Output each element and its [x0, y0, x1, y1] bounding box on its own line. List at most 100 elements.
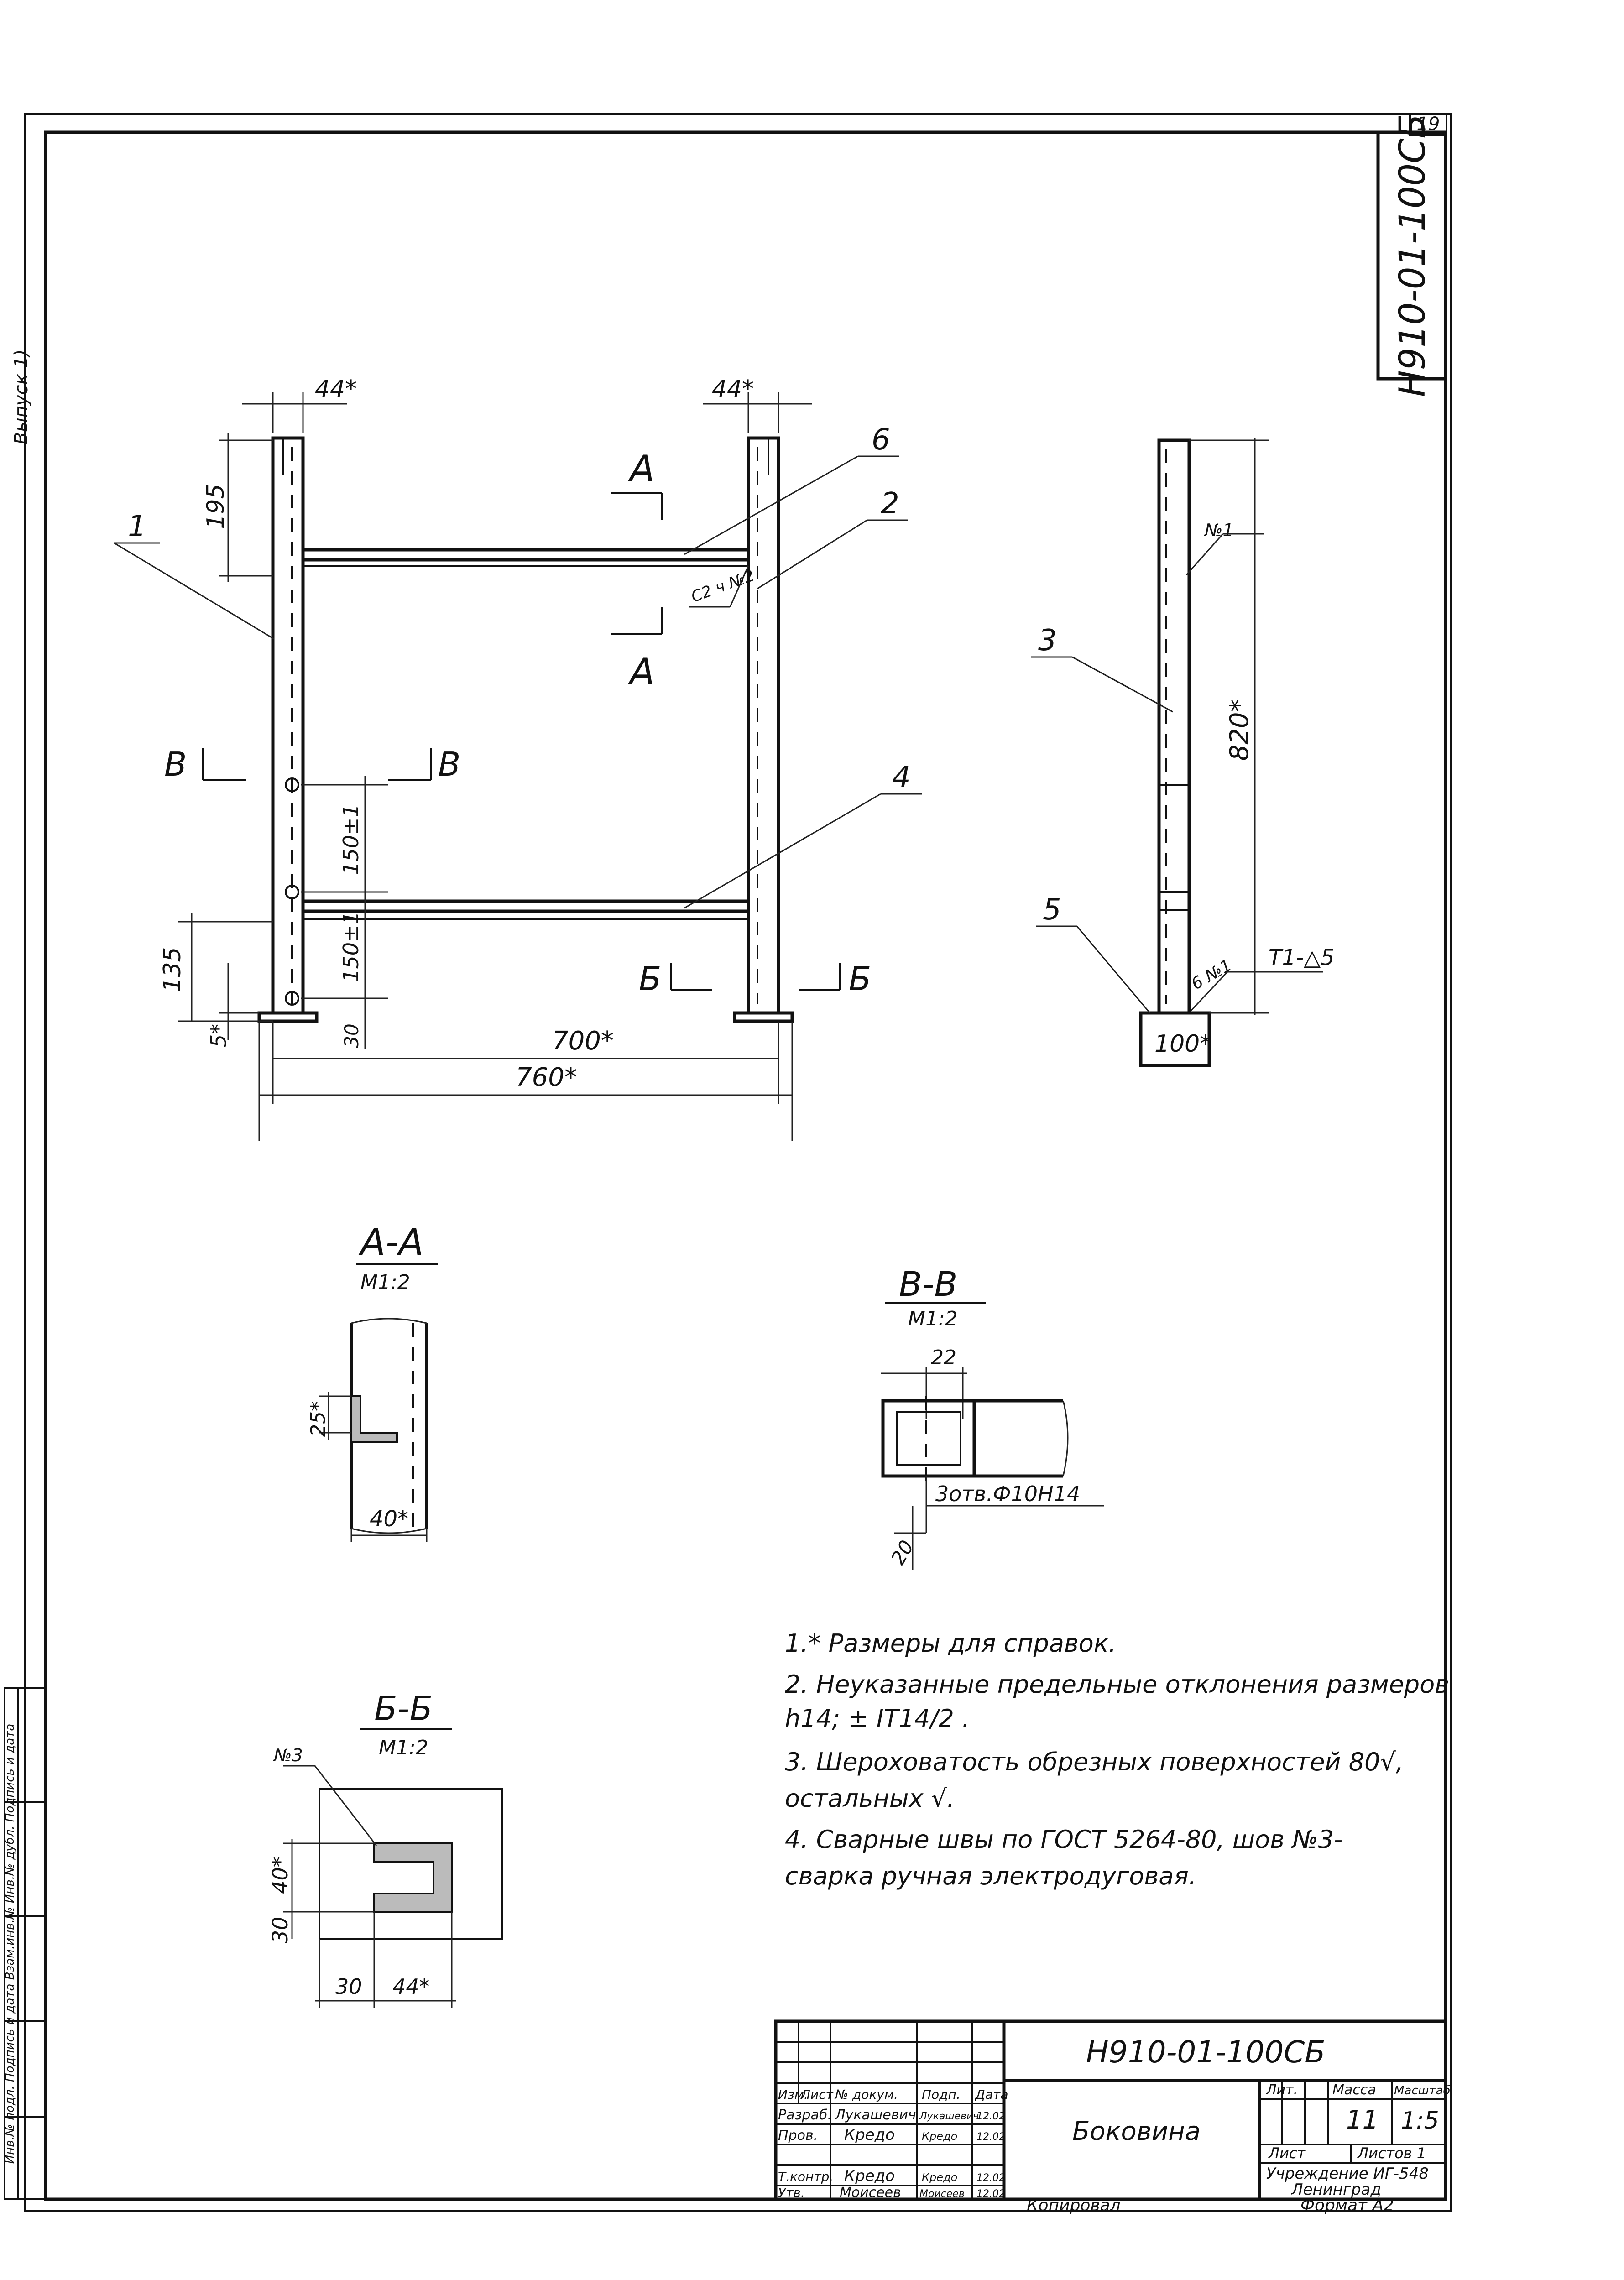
- tb-header-izm: Изм.: [778, 2087, 808, 2102]
- side-view: 820* 100* №1 3 5 6 №1 Т1-△5: [1031, 438, 1335, 1067]
- section-vv-title: В-В: [899, 1265, 957, 1304]
- sheet-number-box: [1409, 113, 1447, 136]
- dim-150-upper: 150±1: [339, 804, 363, 875]
- left-base-plate: [257, 1011, 319, 1023]
- tb-row-sign: Кредо: [922, 2130, 957, 2143]
- tb-org: Учреждение ИГ-548: [1266, 2165, 1429, 2183]
- weld-c2-mark: С2 ч №2: [689, 567, 757, 606]
- section-bb-dim-30h: 30: [335, 1974, 362, 1999]
- section-mark-v-right: В: [438, 745, 460, 783]
- sheet-code-vertical: Н910-01-100СБ: [1392, 114, 1433, 397]
- section-bb-title: Б-Б: [374, 1689, 433, 1728]
- left-post: [271, 436, 305, 1015]
- tb-format: Формат А2: [1300, 2196, 1394, 2215]
- section-mark-a-top: А: [627, 448, 655, 490]
- section-bb-dim-30v: 30: [268, 1917, 292, 1944]
- tb-row-name: Кредо: [844, 2126, 895, 2144]
- tb-lit-label: Лит.: [1266, 2082, 1298, 2098]
- right-base-plate: [733, 1011, 794, 1023]
- section-mark-b-left: Б: [639, 960, 661, 998]
- side-stamp-text: Инв.№ подл. Подпись и дата Взам.инв.№ Ин…: [3, 1724, 17, 2164]
- dim-150-lower: 150±1: [339, 911, 363, 982]
- section-vv: В-В М1:2 22 3отв.Ф10Н14 20: [881, 1265, 1104, 1570]
- tb-row-sign: Лукашевич: [919, 2111, 979, 2122]
- dim-195: 195: [202, 484, 230, 529]
- tb-row-role: Разраб.: [778, 2107, 832, 2123]
- section-vv-dim-20: 20: [887, 1536, 918, 1569]
- note-2b: h14; ± IT14/2 .: [785, 1704, 970, 1733]
- section-mark-b-right: Б: [849, 960, 871, 998]
- tb-scale: 1:5: [1401, 2107, 1439, 2134]
- tb-row-role: Т.контр.: [778, 2169, 833, 2184]
- side-post: [1157, 438, 1191, 1015]
- dim-100: 100*: [1154, 1030, 1211, 1058]
- outer-frame: [24, 113, 1452, 2212]
- tb-name: Боковина: [1072, 2117, 1201, 2146]
- pos-6: 6: [872, 423, 890, 457]
- section-bb-dim-40: 40*: [268, 1857, 292, 1894]
- tb-sheets-label: Листов 1: [1357, 2144, 1426, 2162]
- pos-3: 3: [1038, 624, 1057, 657]
- front-view: 44* 44* 195 135 5* 150±1 150±1 30: [114, 376, 922, 1141]
- dim-44-left: 44*: [315, 376, 357, 403]
- section-aa-scale: М1:2: [360, 1271, 410, 1294]
- tb-row-role: Утв.: [778, 2185, 805, 2200]
- tb-copied: Копировал: [1027, 2196, 1121, 2215]
- hole-top: [285, 777, 299, 792]
- note-4b: сварка ручная электродуговая.: [785, 1862, 1196, 1890]
- section-bb-plate: [319, 1788, 503, 1940]
- lower-crossbar: [301, 899, 750, 913]
- dim-5: 5*: [206, 1024, 231, 1048]
- tb-row-name: Кредо: [844, 2167, 895, 2185]
- note-2: 2. Неуказанные предельные отклонения раз…: [785, 1670, 1449, 1699]
- section-vv-holes: 3отв.Ф10Н14: [935, 1482, 1080, 1506]
- section-vv-profile-inner: [896, 1411, 961, 1466]
- tb-row-role: Пров.: [778, 2128, 818, 2144]
- tb-row-name: Лукашевич: [835, 2107, 916, 2123]
- tb-scale-label: Масштаб: [1394, 2084, 1451, 2097]
- pos-1: 1: [128, 510, 146, 543]
- section-aa-dim-40: 40*: [370, 1506, 408, 1532]
- dim-30: 30: [340, 1023, 363, 1048]
- tb-mass-label: Масса: [1332, 2082, 1376, 2098]
- technical-notes: 1.* Размеры для справок. 2. Неуказанные …: [785, 1629, 1449, 1890]
- tb-row-name: Моисеев: [840, 2185, 901, 2201]
- pos-4: 4: [892, 761, 911, 794]
- inner-frame: [44, 130, 1447, 2201]
- tb-row-date: 12.02: [976, 2188, 1005, 2200]
- section-mark-a-bottom: А: [627, 651, 655, 693]
- right-post: [747, 436, 780, 1015]
- weld-t1: Т1-△5: [1269, 945, 1335, 970]
- section-vv-dim-22: 22: [931, 1346, 956, 1369]
- dim-135: 135: [159, 947, 186, 992]
- section-aa-dim-25: 25*: [307, 1401, 330, 1437]
- section-bb-profile: [373, 1842, 453, 1913]
- hole-mid: [285, 885, 299, 899]
- section-bb-scale: М1:2: [379, 1736, 428, 1759]
- title-block: Изм. Лист № докум. Подп. Дата Разраб. Лу…: [774, 2019, 1451, 2215]
- weld-n1: №1: [1204, 520, 1234, 540]
- dim-700: 700*: [552, 1026, 614, 1056]
- side-base-plate: [1139, 1011, 1211, 1067]
- tb-header-date: Дата: [974, 2087, 1008, 2102]
- code-box: [1376, 130, 1447, 381]
- section-aa: А-А М1:2 25* 40*: [307, 1221, 438, 1542]
- tb-row-sign: Моисеев: [919, 2188, 965, 2200]
- section-mark-v-left: В: [164, 745, 187, 783]
- pos-2: 2: [881, 487, 899, 521]
- pos-5: 5: [1043, 893, 1061, 927]
- tb-header-list: Лист: [800, 2087, 834, 2102]
- dim-44-right: 44*: [712, 376, 754, 403]
- note-4: 4. Сварные швы по ГОСТ 5264-80, шов №3-: [785, 1825, 1342, 1854]
- section-bb-weld: №3: [273, 1745, 303, 1765]
- note-1: 1.* Размеры для справок.: [785, 1629, 1117, 1658]
- issue-label: Выпуск 1): [11, 350, 32, 445]
- tb-sheet-label: Лист: [1268, 2144, 1306, 2162]
- tb-row-sign: Кредо: [922, 2171, 957, 2184]
- hole-low: [285, 991, 299, 1006]
- section-bb: Б-Б М1:2 №3 40* 30 30 44*: [268, 1689, 503, 2008]
- note-3: 3. Шероховатость обрезных поверхностей 8…: [785, 1748, 1404, 1776]
- tb-code: Н910-01-100СБ: [1086, 2035, 1326, 2070]
- tb-row-date: 12.02: [976, 2131, 1005, 2143]
